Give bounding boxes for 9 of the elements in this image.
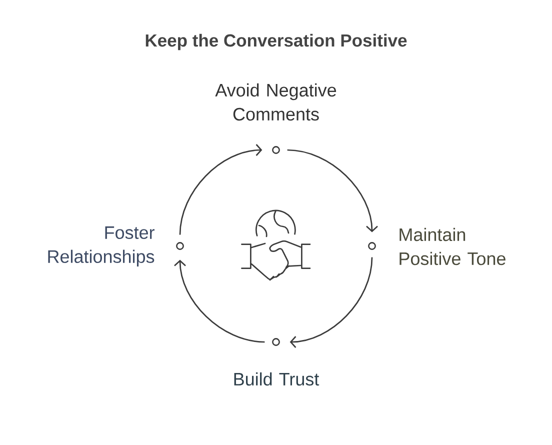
item-label: Maintain Positive Tone — [400, 228, 506, 266]
arrow — [287, 149, 378, 232]
title: Keep the Conversation Positive — [146, 34, 407, 50]
arrow — [174, 260, 265, 343]
item-label: Build Trust — [234, 372, 320, 386]
arrow — [179, 144, 262, 235]
item-label: Avoid Negative Comments — [215, 83, 336, 121]
item-label: Foster Relationships — [48, 226, 154, 267]
arrow — [290, 257, 373, 348]
